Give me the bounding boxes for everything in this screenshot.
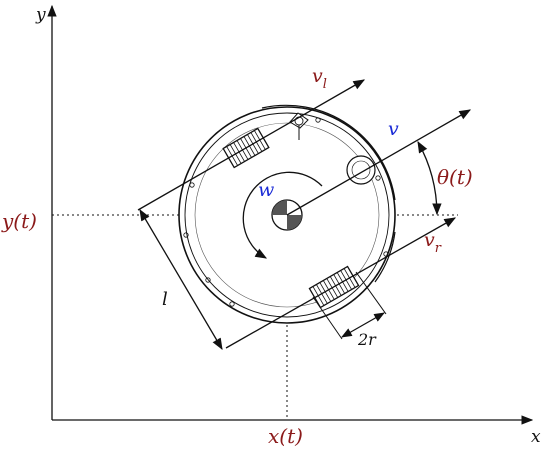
label-2r: 2r <box>357 330 377 349</box>
dimension-2r-ext-right <box>355 271 387 315</box>
x-axis-label: x <box>531 427 541 447</box>
label-y-of-t: y(t) <box>1 209 37 233</box>
label-w: w <box>258 179 274 201</box>
dimension-2r <box>341 312 385 338</box>
dimension-l <box>139 208 223 351</box>
dimension-2r-ext-left <box>312 296 343 340</box>
velocity-arrow-vr <box>225 217 457 349</box>
label-v-l: vl <box>312 65 327 92</box>
velocity-arrow-vl <box>137 79 366 211</box>
angular-velocity-arc <box>242 171 323 259</box>
label-theta: θ(t) <box>437 165 473 189</box>
label-x-of-t: x(t) <box>268 424 303 448</box>
velocity-arrow-v <box>286 109 472 216</box>
y-axis-label: y <box>35 5 46 25</box>
label-v-r: vr <box>424 229 442 256</box>
theta-arc <box>417 140 442 216</box>
label-v: v <box>388 118 399 140</box>
label-l: l <box>162 289 168 310</box>
